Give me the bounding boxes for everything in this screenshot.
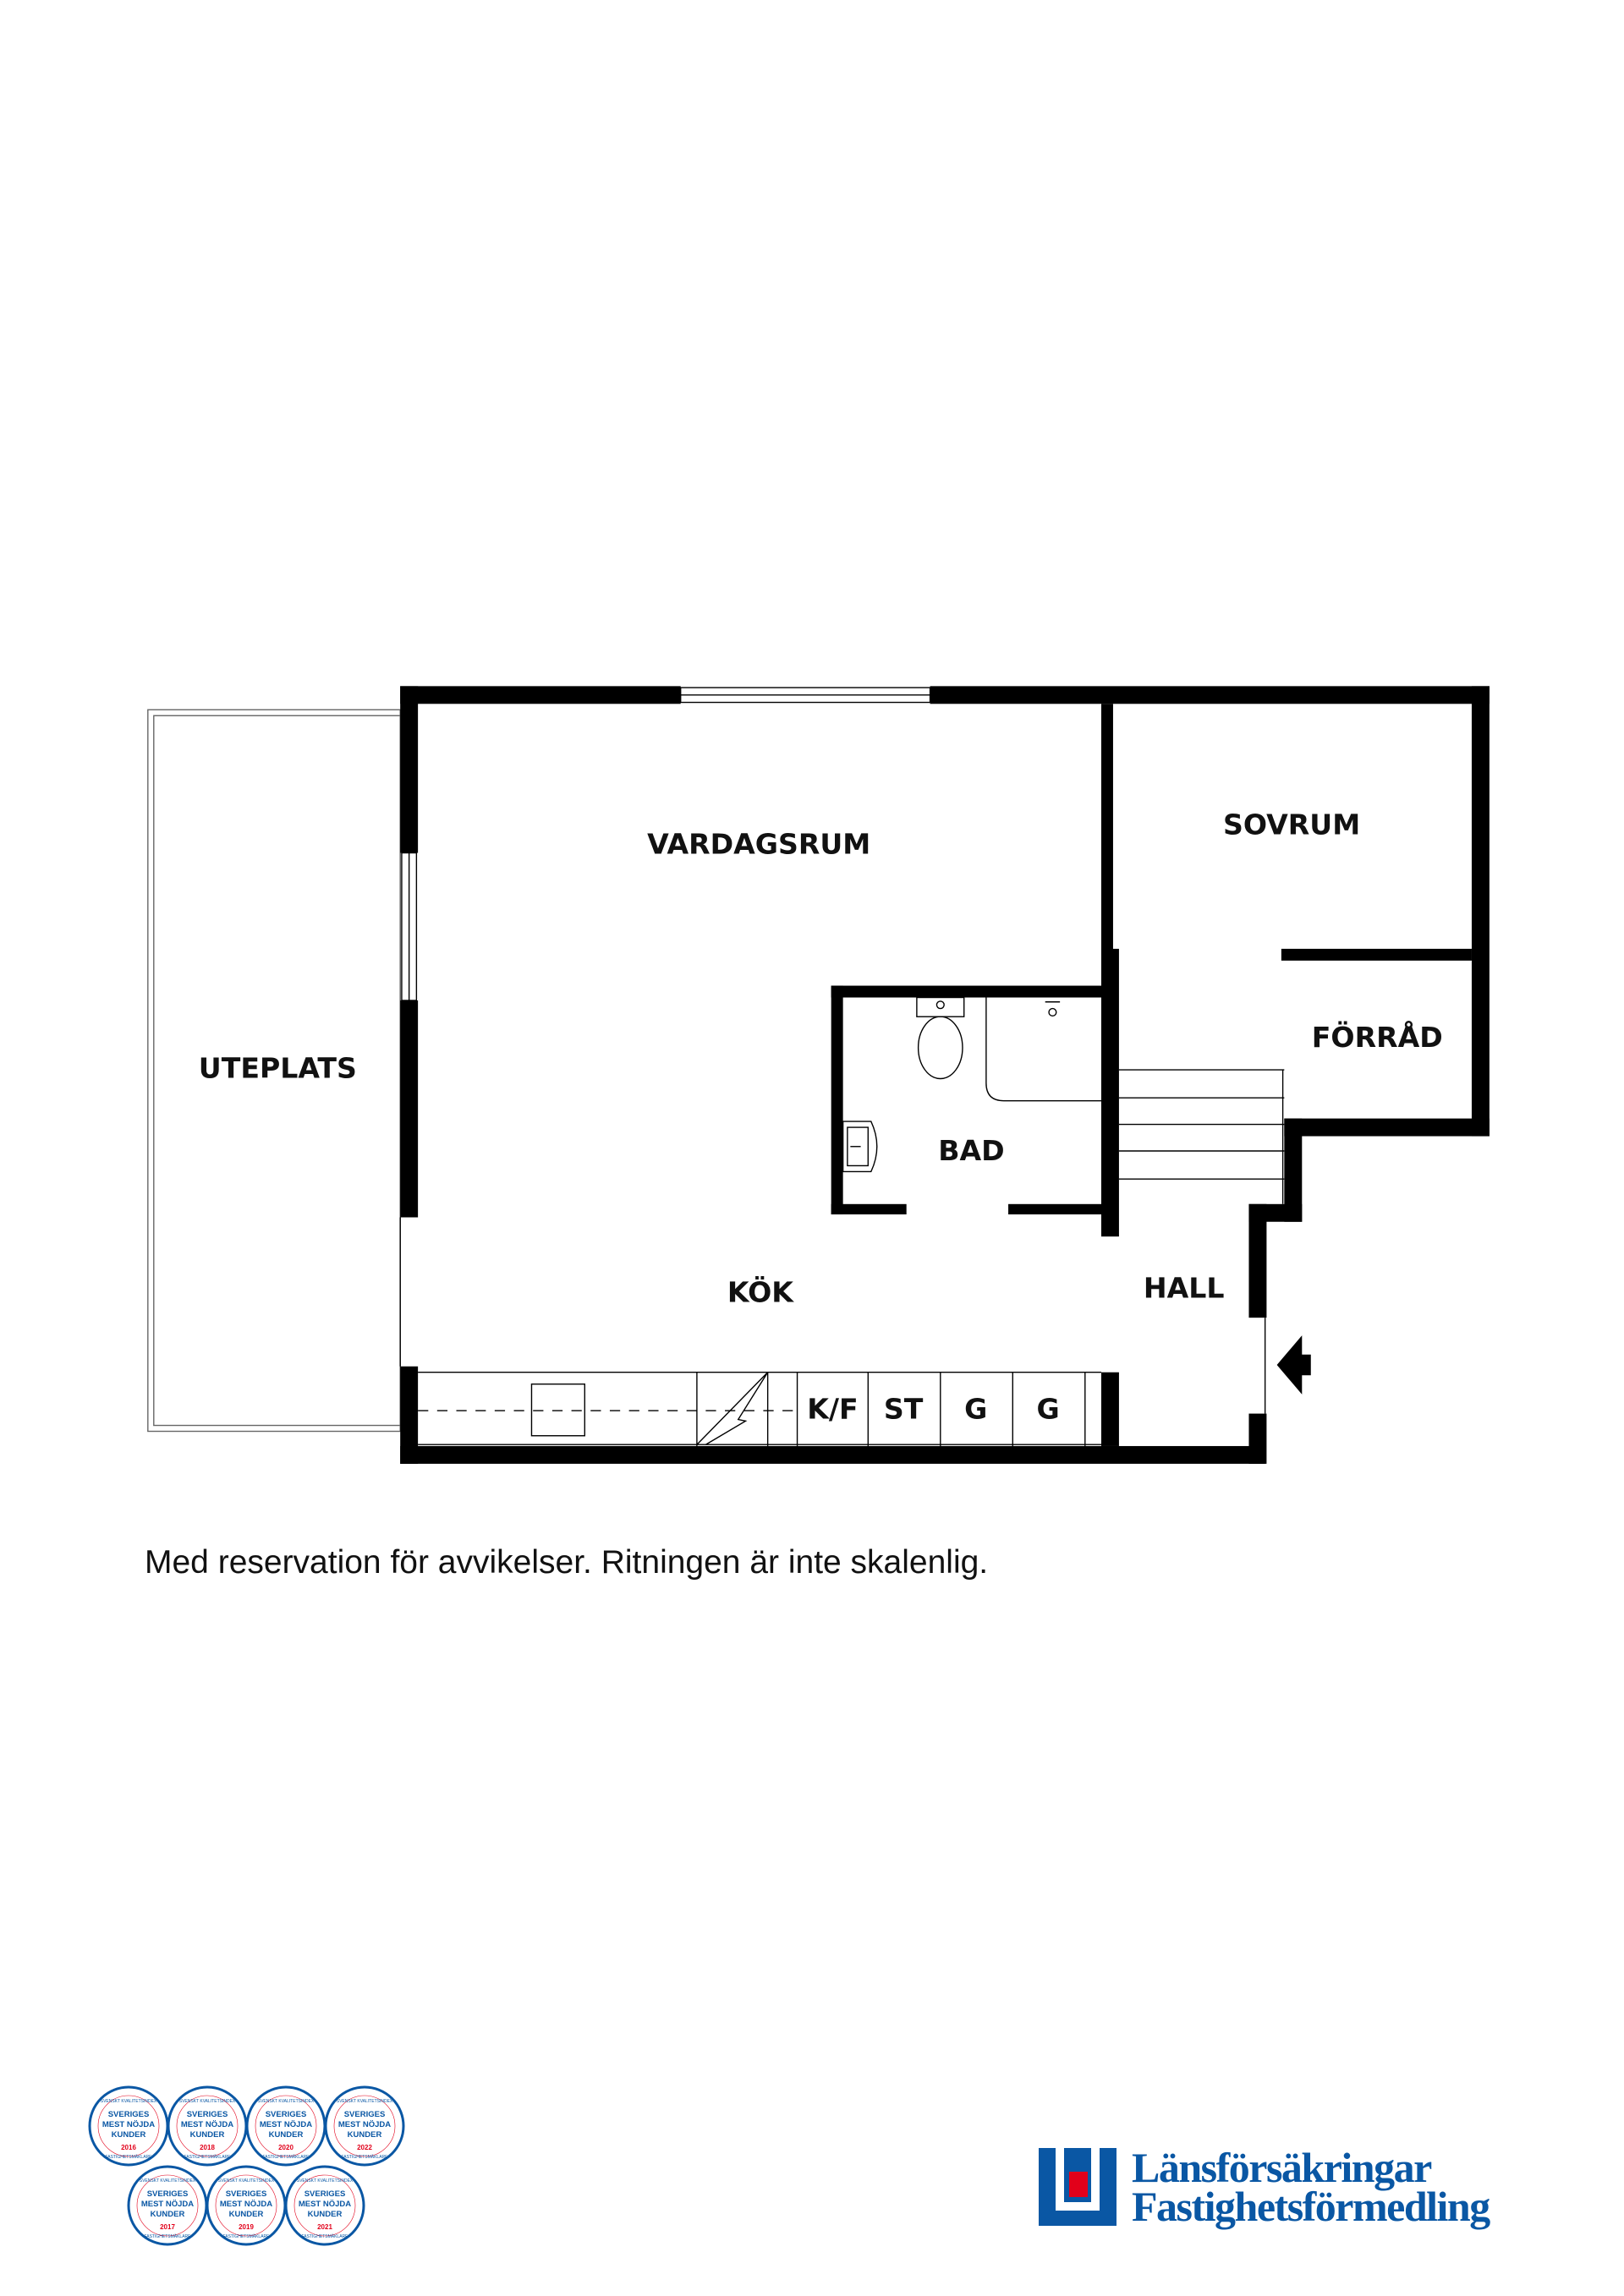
svg-text:MEST NÖJDA: MEST NÖJDA	[181, 2120, 233, 2129]
svg-text:FASTIGHETSMÄKLARE: FASTIGHETSMÄKLARE	[262, 2154, 310, 2160]
svg-text:2018: 2018	[200, 2144, 215, 2151]
svg-text:SVERIGES: SVERIGES	[266, 2110, 307, 2119]
svg-text:KUNDER: KUNDER	[151, 2210, 185, 2219]
svg-text:2021: 2021	[317, 2223, 332, 2231]
sink-icon	[530, 1383, 585, 1437]
svg-text:2019: 2019	[239, 2223, 254, 2231]
svg-text:FASTIGHETSMÄKLARE: FASTIGHETSMÄKLARE	[222, 2233, 270, 2239]
svg-text:FASTIGHETSMÄKLARE: FASTIGHETSMÄKLARE	[301, 2233, 348, 2239]
disclaimer-text: Med reservation för avvikelser. Ritninge…	[145, 1544, 989, 1581]
svg-text:2016: 2016	[121, 2144, 136, 2151]
svg-text:MEST NÖJDA: MEST NÖJDA	[141, 2200, 194, 2209]
svg-text:SVENSKT KVALITETSINDEX: SVENSKT KVALITETSINDEX	[337, 2099, 393, 2104]
svg-text:FASTIGHETSMÄKLARE: FASTIGHETSMÄKLARE	[144, 2233, 191, 2239]
svg-text:SVENSKT KVALITETSINDEX: SVENSKT KVALITETSINDEX	[258, 2099, 315, 2104]
staircase	[1118, 1069, 1285, 1204]
svg-text:FASTIGHETSMÄKLARE: FASTIGHETSMÄKLARE	[184, 2154, 231, 2160]
svg-text:SVENSKT KVALITETSINDEX: SVENSKT KVALITETSINDEX	[218, 2178, 275, 2184]
svg-text:SVERIGES: SVERIGES	[187, 2110, 228, 2119]
walls	[400, 686, 1490, 1464]
sink-icon	[842, 1121, 878, 1173]
svg-text:SVENSKT KVALITETSINDEX: SVENSKT KVALITETSINDEX	[179, 2099, 236, 2104]
svg-text:KUNDER: KUNDER	[308, 2210, 343, 2219]
svg-text:KUNDER: KUNDER	[348, 2130, 382, 2140]
appliance-label: G	[1037, 1393, 1060, 1426]
svg-text:KUNDER: KUNDER	[112, 2130, 146, 2140]
svg-text:2022: 2022	[357, 2144, 372, 2151]
appliance-label: ST	[884, 1393, 924, 1426]
svg-text:SVENSKT KVALITETSINDEX: SVENSKT KVALITETSINDEX	[140, 2178, 196, 2184]
svg-text:2017: 2017	[160, 2223, 175, 2231]
logo-mark-icon	[1039, 2148, 1116, 2226]
svg-text:FASTIGHETSMÄKLARE: FASTIGHETSMÄKLARE	[105, 2154, 152, 2160]
svg-text:SVENSKT KVALITETSINDEX: SVENSKT KVALITETSINDEX	[297, 2178, 354, 2184]
room-label-kok: KÖK	[727, 1275, 794, 1309]
svg-text:MEST NÖJDA: MEST NÖJDA	[260, 2120, 312, 2129]
room-label-sovrum: SOVRUM	[1223, 808, 1360, 841]
room-label-bad: BAD	[938, 1134, 1004, 1167]
svg-text:SVENSKT KVALITETSINDEX: SVENSKT KVALITETSINDEX	[101, 2099, 157, 2104]
svg-text:KUNDER: KUNDER	[269, 2130, 304, 2140]
shower-icon	[985, 997, 1101, 1102]
appliance-label: G	[964, 1393, 987, 1426]
logo-line-2: Fastighetsförmedling	[1132, 2183, 1490, 2230]
logo-line-1: Länsförsäkringar	[1132, 2144, 1432, 2191]
svg-text:SVERIGES: SVERIGES	[226, 2189, 267, 2199]
entrance-arrow-icon	[1276, 1335, 1311, 1395]
svg-text:FASTIGHETSMÄKLARE: FASTIGHETSMÄKLARE	[341, 2154, 388, 2160]
windows	[399, 687, 1266, 1414]
svg-text:SVERIGES: SVERIGES	[147, 2189, 189, 2199]
svg-text:MEST NÖJDA: MEST NÖJDA	[220, 2200, 272, 2209]
appliance-label: K/F	[807, 1393, 858, 1426]
toilet-icon	[916, 996, 965, 1017]
room-label-forrad: FÖRRÅD	[1312, 1020, 1443, 1054]
room-label-uteplats: UTEPLATS	[199, 1052, 357, 1085]
kitchen-counter: K/F ST G G	[418, 1372, 1101, 1446]
room-label-vardagsrum: VARDAGSRUM	[647, 827, 870, 860]
svg-text:MEST NÖJDA: MEST NÖJDA	[299, 2200, 351, 2209]
svg-text:SVERIGES: SVERIGES	[108, 2110, 150, 2119]
bathroom-fixtures	[842, 996, 1101, 1173]
room-label-hall: HALL	[1144, 1272, 1225, 1305]
svg-text:SVERIGES: SVERIGES	[344, 2110, 386, 2119]
svg-text:SVERIGES: SVERIGES	[304, 2189, 346, 2199]
svg-text:2020: 2020	[278, 2144, 294, 2151]
company-logo: Länsförsäkringar Fastighetsförmedling	[1039, 2144, 1490, 2230]
electrical-icon	[696, 1372, 769, 1445]
svg-text:KUNDER: KUNDER	[190, 2130, 225, 2140]
svg-text:MEST NÖJDA: MEST NÖJDA	[102, 2120, 155, 2129]
svg-text:MEST NÖJDA: MEST NÖJDA	[338, 2120, 391, 2129]
svg-text:KUNDER: KUNDER	[229, 2210, 264, 2219]
